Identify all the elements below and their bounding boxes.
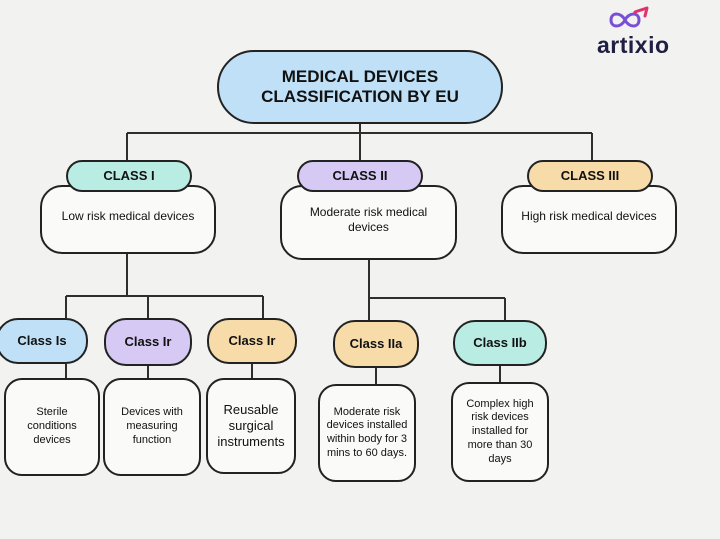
class-is-description: Sterile conditions devices [4, 378, 100, 476]
class-is-label: Class Is [0, 318, 88, 364]
class-iib-label: Class IIb [453, 320, 547, 366]
class-iia-description: Moderate risk devices installed within b… [318, 384, 416, 482]
class-ii-label: CLASS II [297, 160, 423, 192]
class-ir-measuring-label: Class Ir [104, 318, 192, 366]
logo-wordmark: artixio [597, 32, 670, 58]
class-ir-measuring-description: Devices with measuring function [103, 378, 201, 476]
logo-mark-icon [609, 6, 649, 28]
class-iii-label: CLASS III [527, 160, 653, 192]
diagram-title: MEDICAL DEVICES CLASSIFICATION BY EU [217, 50, 503, 124]
class-ii-description: Moderate risk medical devices [280, 185, 457, 260]
class-i-label: CLASS I [66, 160, 192, 192]
class-iib-description: Complex high risk devices installed for … [451, 382, 549, 482]
class-iia-label: Class IIa [333, 320, 419, 368]
class-ir-reusable-label: Class Ir [207, 318, 297, 364]
class-ir-reusable-description: Reusable surgical instruments [206, 378, 296, 474]
artixio-logo: artixio [597, 6, 707, 58]
class-iii-description: High risk medical devices [501, 185, 677, 254]
class-i-description: Low risk medical devices [40, 185, 216, 254]
